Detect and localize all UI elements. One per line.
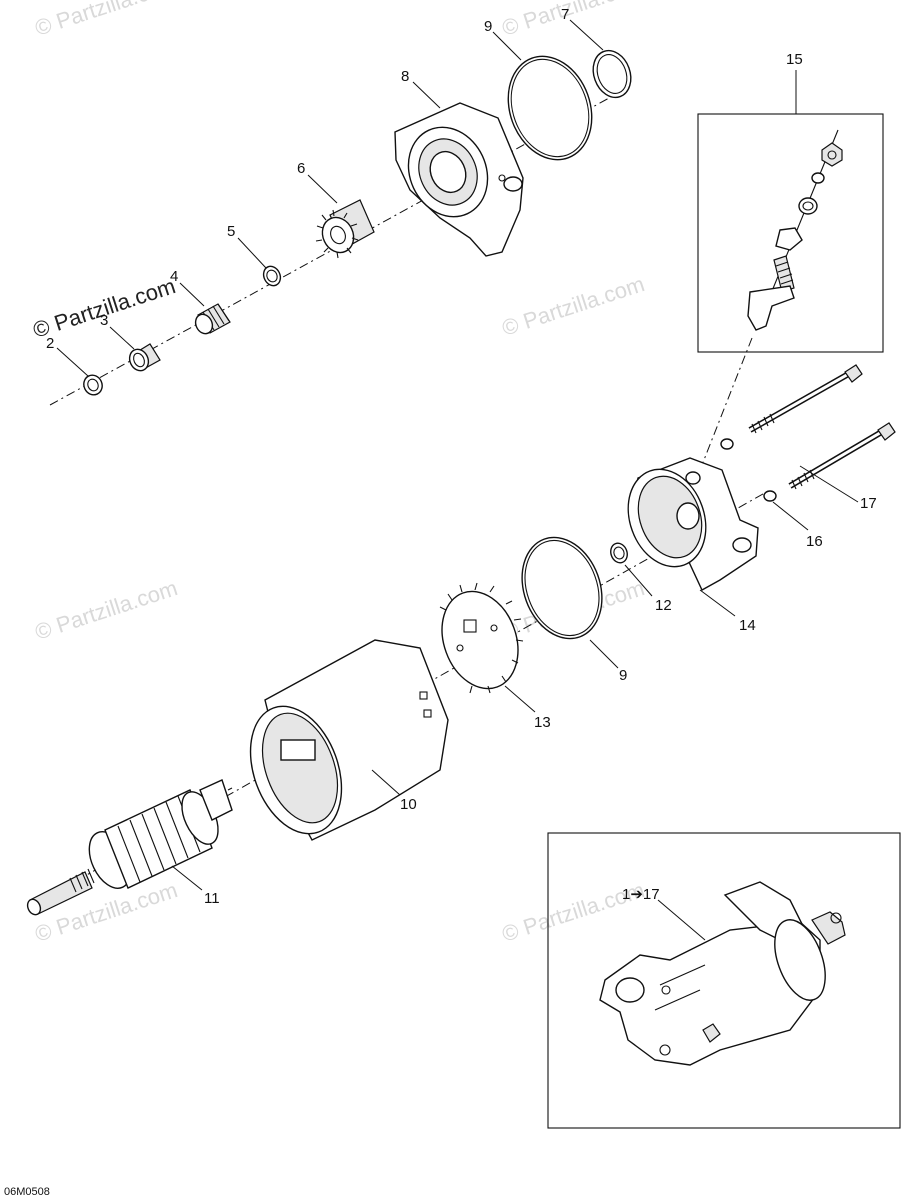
callout-12: 12	[655, 597, 672, 614]
part-4-spring	[194, 303, 231, 335]
part-17-through-bolt-upper	[748, 364, 863, 434]
part-17-through-bolt-lower	[788, 422, 896, 490]
inset-box-assembly	[547, 832, 901, 1129]
part-6-pinion-gear	[315, 199, 375, 259]
part-9-o-ring-upper-inner	[510, 58, 590, 158]
part-16-washer	[763, 490, 777, 502]
part-5-ring	[262, 265, 282, 287]
watermark: © Partzilla.com	[32, 0, 181, 41]
watermark: © Partzilla.com	[499, 271, 648, 341]
callout-13: 13	[534, 714, 551, 731]
watermark: © Partzilla.com	[499, 0, 648, 41]
part-8-mount-hole	[503, 176, 523, 192]
callout-9-upper: 9	[484, 18, 492, 35]
part-2-ring	[83, 374, 103, 396]
part-12-ring	[610, 542, 628, 564]
callout-3: 3	[100, 312, 108, 329]
part-3-sleeve	[128, 343, 161, 372]
callout-2: 2	[46, 335, 54, 352]
inset-box-15	[697, 113, 884, 353]
part-8-drive-end-housing	[394, 102, 524, 257]
part-13-brush-plate	[439, 582, 524, 694]
part-9-o-ring-lower	[521, 536, 603, 640]
part-9-o-ring-lower-inner	[524, 539, 600, 637]
callout-1-to-17: 1➔17	[622, 886, 660, 903]
part-12-ring-inner	[613, 546, 625, 560]
leader-lines	[56, 19, 859, 941]
callout-9-lower: 9	[619, 667, 627, 684]
callout-6: 6	[297, 160, 305, 177]
part-10-yoke-frame	[249, 639, 449, 841]
part-2-ring-inner	[87, 378, 99, 392]
part-16-washer	[720, 438, 734, 450]
starter-assembly-illustration	[599, 881, 846, 1066]
part-15-terminal-kit	[747, 129, 843, 331]
watermark-dark: © Partzilla.com	[30, 273, 179, 343]
part-14-end-housing	[627, 457, 759, 591]
part-11-armature	[26, 779, 233, 916]
callout-7: 7	[561, 6, 569, 23]
callout-17: 17	[860, 495, 877, 512]
assembly-mount-hole	[615, 977, 645, 1003]
diagram-code: 06M0508	[4, 1186, 50, 1198]
watermark: © Partzilla.com	[32, 575, 181, 645]
axis-line-inset	[699, 337, 753, 471]
callout-14: 14	[739, 617, 756, 634]
callout-16: 16	[806, 533, 823, 550]
callout-10: 10	[400, 796, 417, 813]
callout-8: 8	[401, 68, 409, 85]
callout-11: 11	[204, 890, 220, 907]
callout-15: 15	[786, 51, 803, 68]
callout-5: 5	[227, 223, 235, 240]
part-5-ring-inner	[266, 269, 278, 283]
part-7-ring-inner	[596, 54, 628, 94]
part-7-ring	[592, 49, 632, 99]
callout-4: 4	[170, 268, 178, 285]
part-9-o-ring-upper	[507, 55, 593, 161]
